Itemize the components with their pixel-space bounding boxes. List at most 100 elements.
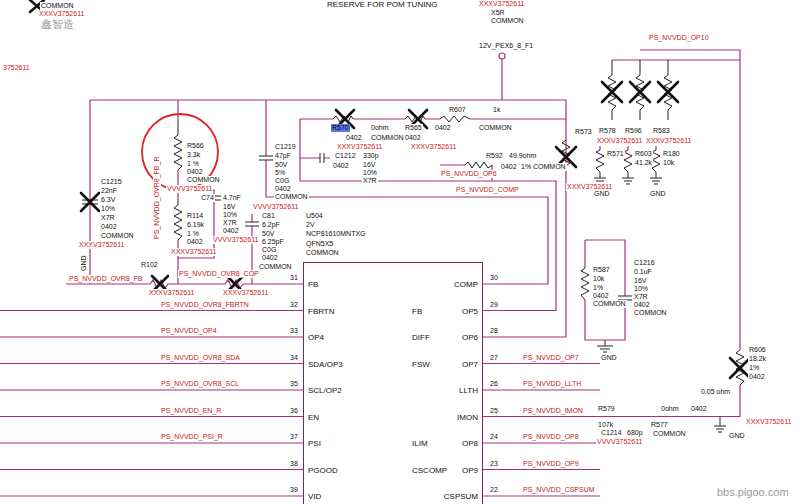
part-value: COMMON bbox=[274, 193, 309, 201]
part-value: 10% bbox=[362, 169, 378, 177]
part-value: 22nF bbox=[100, 187, 118, 195]
part-value: GND bbox=[728, 432, 746, 440]
part-value: 0.05 ohm bbox=[700, 388, 731, 396]
part-value: R592 bbox=[485, 152, 504, 160]
capacitor-symbol bbox=[320, 153, 324, 163]
pin-name: SCL/OP2 bbox=[308, 386, 342, 396]
resistor-symbol bbox=[624, 150, 632, 178]
part-number: VVVV3752611 bbox=[252, 203, 299, 211]
part-value: 0402 bbox=[592, 292, 610, 300]
part-value: R577 bbox=[650, 421, 669, 429]
pin-name: OP7 bbox=[462, 360, 478, 370]
pin-name: FB bbox=[412, 307, 422, 317]
wire bbox=[501, 59, 502, 100]
pin-name: CSPSUM bbox=[444, 492, 478, 502]
part-value: 25 bbox=[489, 407, 499, 415]
part-value: 16V bbox=[633, 277, 647, 285]
part-value: R571 bbox=[606, 150, 625, 158]
part-value: 37 bbox=[289, 433, 299, 441]
part-value: 32 bbox=[289, 301, 299, 309]
part-value: 0402 bbox=[748, 373, 766, 381]
part-number: XXXV3752611 bbox=[222, 289, 269, 297]
part-value: R573 bbox=[574, 128, 593, 136]
net-label: PS_NVVDD_OP10 bbox=[648, 34, 710, 42]
wire bbox=[89, 100, 90, 284]
vertical-label: GND bbox=[80, 254, 88, 272]
wire bbox=[300, 119, 556, 311]
part-value: 10k bbox=[592, 275, 605, 283]
wire bbox=[266, 197, 548, 284]
part-value: 0402 bbox=[332, 162, 350, 170]
ic-body: FBFBRTNOP4SDA/OP3SCL/OP2ENPSIPGOODVIDCOM… bbox=[303, 262, 483, 504]
pin-name: OP8 bbox=[462, 439, 478, 449]
pin-name: OP4 bbox=[308, 333, 324, 343]
net-label: PS_NVVDD_OP9 bbox=[522, 460, 580, 468]
dnp-cross bbox=[730, 358, 750, 378]
resistor-symbol bbox=[581, 268, 589, 300]
part-number: XXXV3752611 bbox=[336, 143, 383, 151]
pin-name: FBRTN bbox=[308, 307, 335, 317]
part-value: 1% bbox=[520, 163, 532, 171]
part-number: XXXV3752611 bbox=[170, 248, 217, 256]
part-number: VVVV3752611 bbox=[166, 185, 213, 193]
part-value: R566 bbox=[186, 142, 205, 150]
part-value: R607 bbox=[448, 106, 467, 114]
ref-highlight: R570 bbox=[331, 124, 350, 132]
dnp-marks bbox=[30, 0, 750, 378]
part-value: COMMON bbox=[490, 17, 525, 25]
part-value: 0ohm bbox=[660, 405, 680, 413]
resistor-symbol bbox=[596, 150, 604, 178]
part-value: 35 bbox=[289, 380, 299, 388]
part-value: 4.7nF bbox=[222, 194, 242, 202]
part-value: COMMON bbox=[40, 2, 75, 10]
part-value: X7R bbox=[100, 214, 116, 222]
dnp-cross bbox=[630, 82, 650, 102]
resistor-symbol bbox=[465, 162, 492, 168]
part-value: 24 bbox=[489, 433, 499, 441]
part-value: 3.3k bbox=[186, 151, 201, 159]
part-value: 16V bbox=[362, 161, 376, 169]
wire bbox=[0, 311, 303, 497]
part-value: 0402 bbox=[404, 134, 422, 142]
part-value: 0ohm bbox=[370, 124, 390, 132]
part-value: R606 bbox=[748, 346, 767, 354]
part-value: 31 bbox=[289, 274, 299, 282]
vertical-label: PS_NVVDD_OVR8_FB_R bbox=[153, 156, 161, 240]
net-label: PS_NVVDD_OP6 bbox=[440, 170, 498, 178]
pin-name: OP6 bbox=[462, 333, 478, 343]
part-number: XXXV3752611 bbox=[148, 289, 195, 297]
pin-name: ILIM bbox=[412, 439, 428, 449]
net-label: PS_NVVDD_OVR8_FB bbox=[68, 275, 144, 283]
component-group bbox=[82, 60, 744, 432]
resistor-symbol bbox=[174, 120, 182, 170]
net-label: PS_NVVDD_IMON bbox=[522, 407, 584, 415]
net-label: PS_NVVDD_LLTH bbox=[522, 380, 582, 388]
net-label: PS_NVVDD_OVR8_SCL bbox=[160, 380, 240, 388]
net-label: PS_NVVDD_OVR8_FBRTN bbox=[160, 301, 250, 309]
capacitor-symbol bbox=[259, 156, 273, 160]
pin-name: OP5 bbox=[462, 307, 478, 317]
part-number: XXXV3752611 bbox=[645, 137, 692, 145]
part-value: X7R bbox=[222, 219, 238, 227]
part-value: C0G bbox=[274, 177, 290, 185]
part-value: 2V bbox=[305, 221, 316, 229]
part-number: XXXV3752611 bbox=[745, 418, 792, 426]
part-value: 0402 bbox=[690, 405, 708, 413]
part-value: C1214 bbox=[600, 429, 623, 437]
part-value: 34 bbox=[289, 354, 299, 362]
part-value: 0402 bbox=[186, 168, 204, 176]
net-label: PS_NVVDD_OP7 bbox=[522, 354, 580, 362]
part-value: C1212 bbox=[334, 152, 357, 160]
watermark: bbs.pigoo.com bbox=[716, 486, 790, 498]
pin-name: PGOOD bbox=[308, 466, 338, 476]
wire bbox=[483, 364, 600, 497]
ground-symbol bbox=[622, 178, 634, 184]
part-value: GND bbox=[593, 190, 611, 198]
part-value: COMMON bbox=[592, 300, 627, 308]
part-value: 16V bbox=[222, 203, 236, 211]
pin-name: COMP bbox=[454, 280, 478, 290]
part-value: 1 % bbox=[186, 230, 200, 238]
part-number: XXXV3752611 bbox=[38, 10, 85, 18]
part-value: 49.9ohm bbox=[508, 152, 537, 160]
